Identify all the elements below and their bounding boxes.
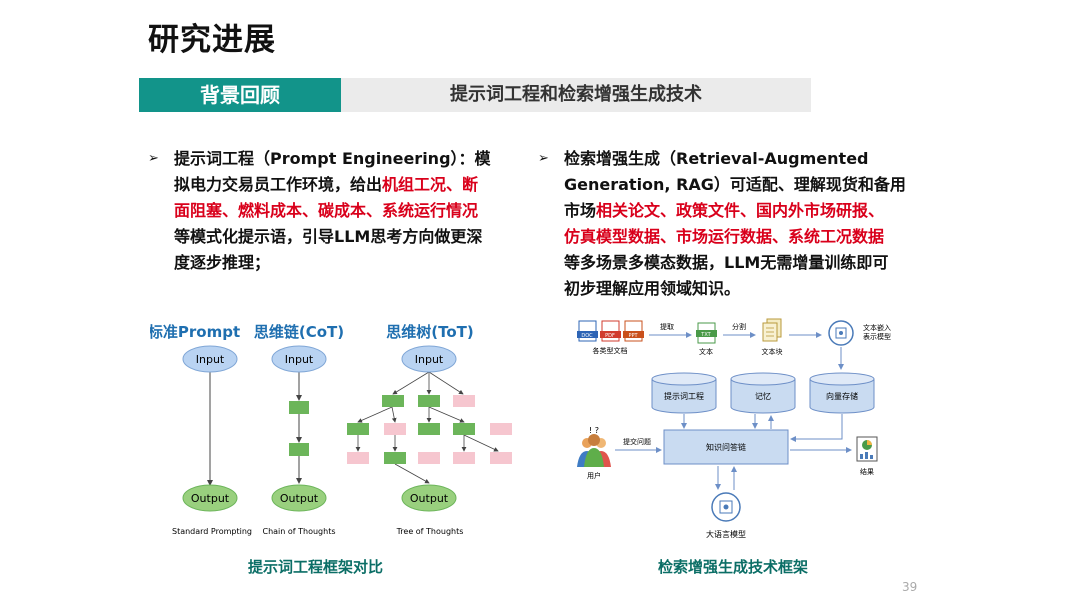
label-embed-2: 表示模型: [863, 332, 891, 341]
qa-chain-box: [663, 429, 789, 465]
bullet-line: Generation, RAG）可适配、理解现货和备用: [564, 172, 906, 198]
llm-brain-icon: [711, 492, 741, 522]
highlight-text: 相关论文、政策文件、国内外市场研报、: [596, 201, 885, 220]
users-icon: ! ?: [577, 426, 611, 467]
body-text: 度逐步推理；: [174, 253, 271, 272]
body-text: 提示词工程（Prompt Engineering）：模: [174, 149, 491, 168]
svg-text:! ?: ! ?: [589, 426, 599, 435]
body-text: 市场: [564, 201, 597, 220]
bullet-line: 拟电力交易员工作环境，给出机组工况、断: [174, 172, 491, 198]
prompt-framework-diagram: 标准Prompt 思维链(CoT) 思维树(ToT) Input Output …: [150, 323, 512, 536]
cot-sublabel: Chain of Thoughts: [262, 527, 335, 536]
standard-output-node: Output: [191, 492, 230, 505]
label-user: 用户: [587, 471, 601, 480]
bullet-line: 仿真模型数据、市场运行数据、系统工况数据: [564, 224, 906, 250]
bullet-line: 等模式化提示语，引导LLM思考方向做更深: [174, 224, 491, 250]
header-standard-prompt: 标准Prompt: [150, 323, 240, 341]
bullet-prompt-engineering: ➢ 提示词工程（Prompt Engineering）：模拟电力交易员工作环境，…: [148, 146, 528, 281]
doc-file-icon: DOC: [577, 320, 598, 342]
body-text: Generation, RAG）可适配、理解现货和备用: [564, 175, 906, 194]
label-split: 分割: [732, 322, 746, 331]
label-result: 结果: [860, 467, 874, 476]
svg-text:记忆: 记忆: [755, 391, 771, 401]
bullet-line: 等多场景多模态数据，LLM无需增量训练即可: [564, 250, 906, 276]
brain-chip-icon: [828, 320, 854, 346]
label-docs: 各类型文档: [593, 346, 628, 355]
arrow-bullet-icon: ➢: [538, 151, 549, 166]
svg-text:提示词工程: 提示词工程: [664, 391, 704, 401]
text-chunk-icon: [762, 318, 782, 342]
label-extract: 提取: [660, 322, 674, 331]
caption-prompt-framework: 提示词工程框架对比: [248, 558, 384, 576]
page-number: 39: [902, 580, 918, 594]
arrow-bullet-icon: ➢: [148, 151, 159, 166]
bullet-line: 检索增强生成（Retrieval-Augmented: [564, 146, 906, 172]
bullet-line: 度逐步推理；: [174, 250, 491, 276]
prompt-engineering-db: 提示词工程: [651, 372, 717, 414]
header-tot: 思维树(ToT): [386, 323, 474, 341]
body-text: 等多场景多模态数据，LLM无需增量训练即可: [564, 253, 889, 272]
banner-section-label: 背景回顾: [139, 78, 341, 112]
standard-input-node: Input: [196, 353, 225, 366]
pdf-file-icon: PDF: [600, 320, 621, 342]
body-text: 拟电力交易员工作环境，给出: [174, 175, 383, 194]
label-chunk: 文本块: [762, 347, 783, 356]
label-chain: 知识问答链: [706, 442, 746, 452]
cot-input-node: Input: [285, 353, 314, 366]
ppt-file-icon: PPT: [623, 320, 644, 342]
label-text: 文本: [699, 347, 713, 356]
highlight-text: 面阻塞、燃料成本、碳成本、系统运行情况: [174, 201, 479, 220]
page-title: 研究进展: [148, 22, 276, 58]
standard-sublabel: Standard Prompting: [172, 527, 252, 536]
cot-output-node: Output: [280, 492, 319, 505]
caption-rag-framework: 检索增强生成技术框架: [658, 558, 809, 576]
bullet-text: 提示词工程（Prompt Engineering）：模拟电力交易员工作环境，给出…: [174, 146, 491, 276]
vector-store-db: 向量存储: [809, 372, 875, 414]
rag-framework-diagram: DOC PDF PPT 各类型文档 提取 TXT 文本 分割 文本块 文本嵌入 …: [577, 318, 891, 539]
label-embed-1: 文本嵌入: [863, 323, 891, 332]
bullet-line: 提示词工程（Prompt Engineering）：模: [174, 146, 491, 172]
svg-text:向量存储: 向量存储: [826, 391, 858, 401]
label-ask: 提交问题: [623, 437, 651, 446]
tot-output-node: Output: [410, 492, 449, 505]
bullet-line: 初步理解应用领域知识。: [564, 276, 906, 302]
txt-file-icon: TXT: [696, 322, 717, 344]
body-text: 检索增强生成（Retrieval-Augmented: [564, 149, 869, 168]
highlight-text: 仿真模型数据、市场运行数据、系统工况数据: [564, 227, 885, 246]
memory-db: 记忆: [730, 372, 796, 414]
body-text: 初步理解应用领域知识。: [564, 279, 741, 298]
body-text: 等模式化提示语，引导LLM思考方向做更深: [174, 227, 483, 246]
svg-text:PPT: PPT: [628, 333, 638, 339]
bullet-line: 市场相关论文、政策文件、国内外市场研报、: [564, 198, 906, 224]
svg-text:PDF: PDF: [605, 333, 615, 339]
result-chart-icon: [856, 436, 878, 462]
banner-topic: 提示词工程和检索增强生成技术: [450, 84, 702, 105]
svg-text:TXT: TXT: [700, 332, 711, 338]
header-cot: 思维链(CoT): [254, 323, 344, 341]
section-banner: 背景回顾 提示词工程和检索增强生成技术: [139, 78, 811, 112]
tot-sublabel: Tree of Thoughts: [396, 527, 464, 536]
label-llm: 大语言模型: [706, 529, 746, 539]
tot-input-node: Input: [415, 353, 444, 366]
bullet-line: 面阻塞、燃料成本、碳成本、系统运行情况: [174, 198, 491, 224]
highlight-text: 机组工况、断: [382, 175, 479, 194]
svg-text:DOC: DOC: [581, 333, 593, 339]
